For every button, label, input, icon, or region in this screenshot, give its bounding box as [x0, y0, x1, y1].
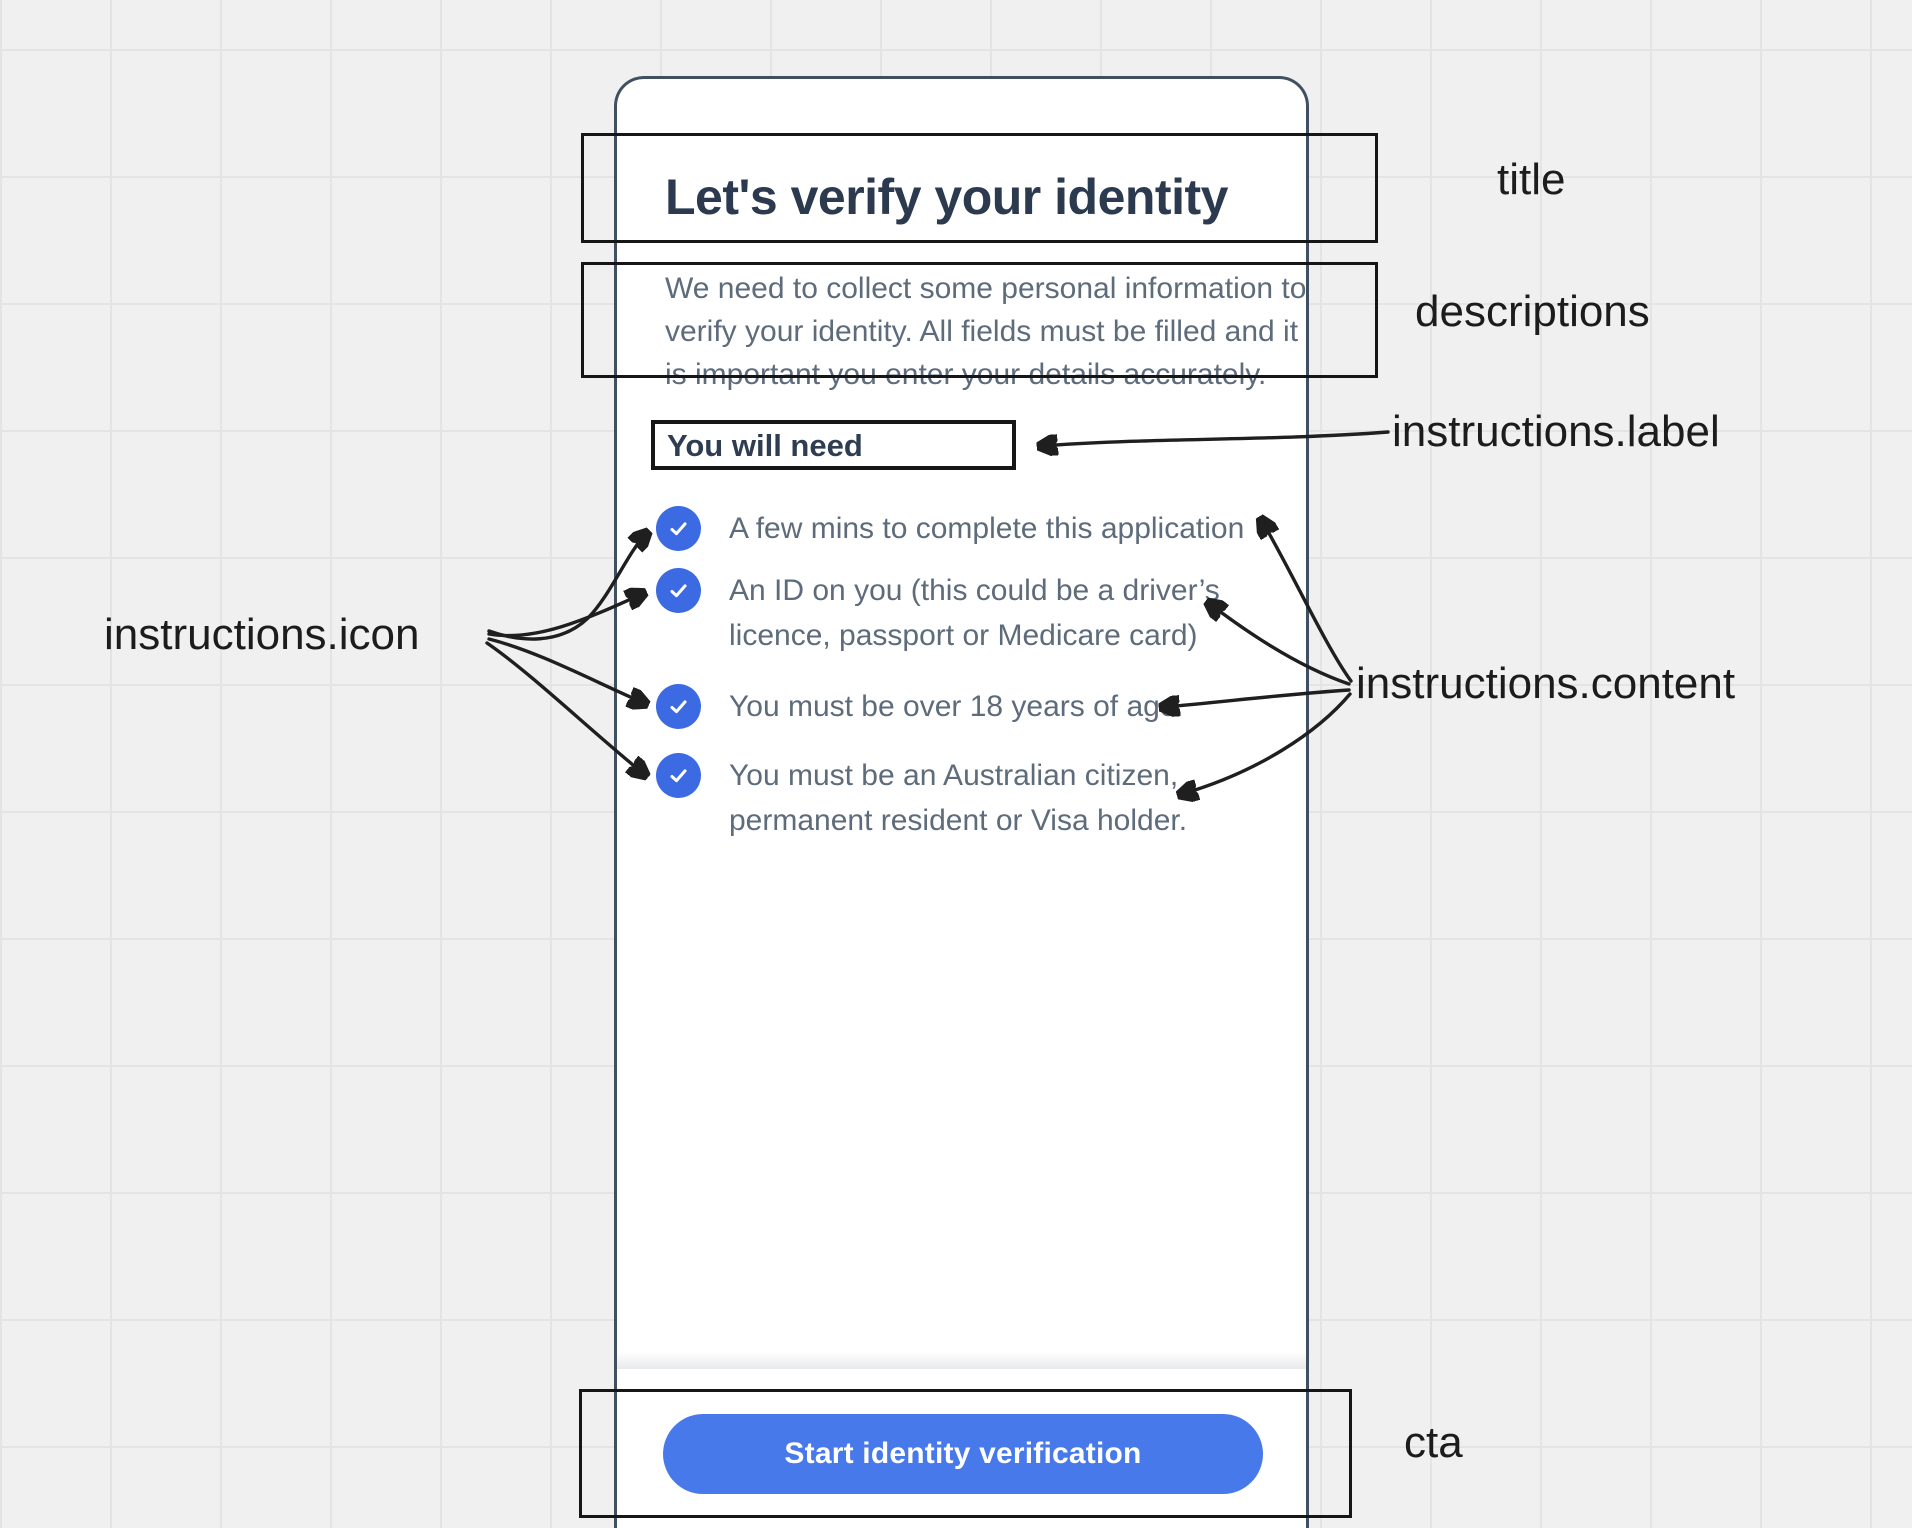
annotation-box-cta — [579, 1389, 1352, 1518]
instruction-content: You must be an Australian citizen, perma… — [729, 759, 1188, 837]
instruction-item: You must be over 18 years of age — [656, 684, 1177, 729]
instruction-content: You must be over 18 years of age — [729, 690, 1177, 723]
instruction-content: A few mins to complete this application — [729, 512, 1245, 545]
footer-divider — [617, 1352, 1306, 1369]
annotation-box-title — [581, 133, 1378, 243]
check-icon — [656, 506, 701, 551]
page-description: We need to collect some personal informa… — [665, 272, 1307, 391]
annotation-label-instructions-label: instructions.label — [1392, 407, 1720, 456]
page-title: Let's verify your identity — [665, 169, 1228, 225]
annotation-label-instructions-icon: instructions.icon — [104, 610, 420, 659]
annotation-box-instructions-label — [651, 420, 1016, 470]
annotation-box-descriptions — [581, 262, 1378, 378]
check-icon — [656, 684, 701, 729]
instructions-label: You will need — [667, 428, 863, 463]
annotation-label-descriptions: descriptions — [1415, 287, 1650, 336]
instruction-item: A few mins to complete this application — [656, 506, 1244, 551]
instruction-content: An ID on you (this could be a driver’s l… — [729, 574, 1220, 652]
annotation-label-cta: cta — [1404, 1418, 1463, 1467]
instruction-item: You must be an Australian citizen, perma… — [656, 753, 1187, 843]
annotation-label-instructions-content: instructions.content — [1356, 659, 1736, 708]
annotation-label-title: title — [1497, 155, 1566, 204]
instruction-item: An ID on you (this could be a driver’s l… — [656, 568, 1220, 658]
check-icon — [656, 568, 701, 613]
start-identity-verification-button[interactable]: Start identity verification — [663, 1414, 1263, 1494]
check-icon — [656, 753, 701, 798]
